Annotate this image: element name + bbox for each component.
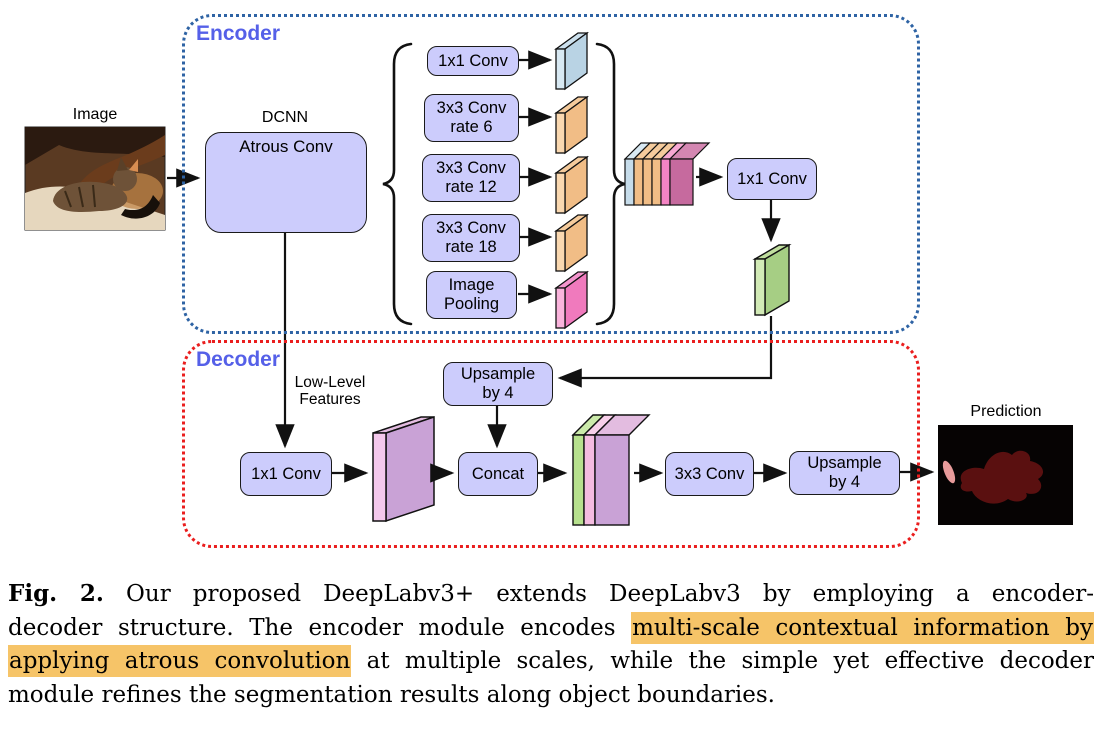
caption-line-2: decoder structure. The encoder module en…	[8, 611, 1094, 646]
prediction-image	[938, 425, 1073, 525]
feature-map-rate6	[554, 95, 589, 155]
prediction-label: Prediction	[970, 403, 1042, 420]
left-curly-brace	[382, 42, 413, 326]
feature-map-rate18	[554, 213, 589, 273]
caption-line-4: module refines the segmentation results …	[8, 679, 1094, 713]
caption-line-3: applying atrous convolution at multiple …	[8, 645, 1094, 679]
caption-line-2-text: decoder structure. The encoder module en…	[8, 614, 632, 641]
decoder-label: Decoder	[196, 348, 281, 371]
decoder-region-border	[182, 340, 920, 548]
caption-line-1-text: Our proposed DeepLabv3+ extends DeepLabv…	[126, 581, 1094, 607]
low-level-feature-map	[372, 415, 435, 523]
feature-map-pooling	[554, 270, 589, 330]
architecture-diagram: Encoder Decoder Image DCNN Low-Level Fea…	[24, 14, 1073, 548]
caption-line-1: Fig. 2. Our proposed DeepLabv3+ extends …	[8, 577, 1094, 612]
arrow-green-to-upsample	[557, 316, 773, 388]
encoder-output-feature-map	[752, 243, 792, 317]
dcnn-atrous-conv-box: Atrous Conv	[205, 132, 367, 233]
upsample-by-4-out-box: Upsample by 4	[789, 451, 900, 495]
upsample-by-4-mid-box: Upsample by 4	[443, 362, 553, 406]
dcnn-label: DCNN	[261, 109, 309, 126]
aspp-3x3-rate18-box: 3x3 Conv rate 18	[422, 214, 520, 262]
input-image-label: Image	[72, 106, 118, 123]
decoder-1x1-conv-box: 1x1 Conv	[240, 452, 332, 496]
figure-caption: Fig. 2. Our proposed DeepLabv3+ extends …	[8, 577, 1094, 712]
concat-box: Concat	[458, 452, 538, 496]
encoder-region-border	[182, 14, 920, 334]
aspp-1x1-conv-box: 1x1 Conv	[427, 46, 519, 76]
encoder-label: Encoder	[196, 22, 281, 45]
low-level-features-label: Low-Level Features	[294, 374, 366, 409]
decoder-3x3-conv-box: 3x3 Conv	[665, 452, 754, 496]
caption-highlight-2: applying atrous convolution	[8, 645, 352, 677]
input-image	[24, 126, 166, 231]
decoder-concat-stack	[571, 414, 651, 526]
caption-fig-label: Fig. 2.	[8, 580, 104, 607]
aspp-3x3-rate6-box: 3x3 Conv rate 6	[424, 94, 519, 142]
caption-highlight-1: multi-scale contextual information by	[631, 611, 1094, 644]
concat-feature-stack	[623, 142, 711, 206]
aspp-feature-maps	[554, 31, 589, 330]
aspp-image-pooling-box: Image Pooling	[426, 271, 517, 319]
aspp-3x3-rate12-box: 3x3 Conv rate 12	[422, 154, 520, 202]
caption-line-3-text: at multiple scales, while the simple yet…	[351, 648, 1095, 674]
feature-map-blue	[554, 31, 589, 91]
caption-line-4-text: module refines the segmentation results …	[8, 681, 775, 708]
encoder-output-1x1-conv-box: 1x1 Conv	[727, 158, 817, 200]
feature-map-rate12	[554, 155, 589, 215]
